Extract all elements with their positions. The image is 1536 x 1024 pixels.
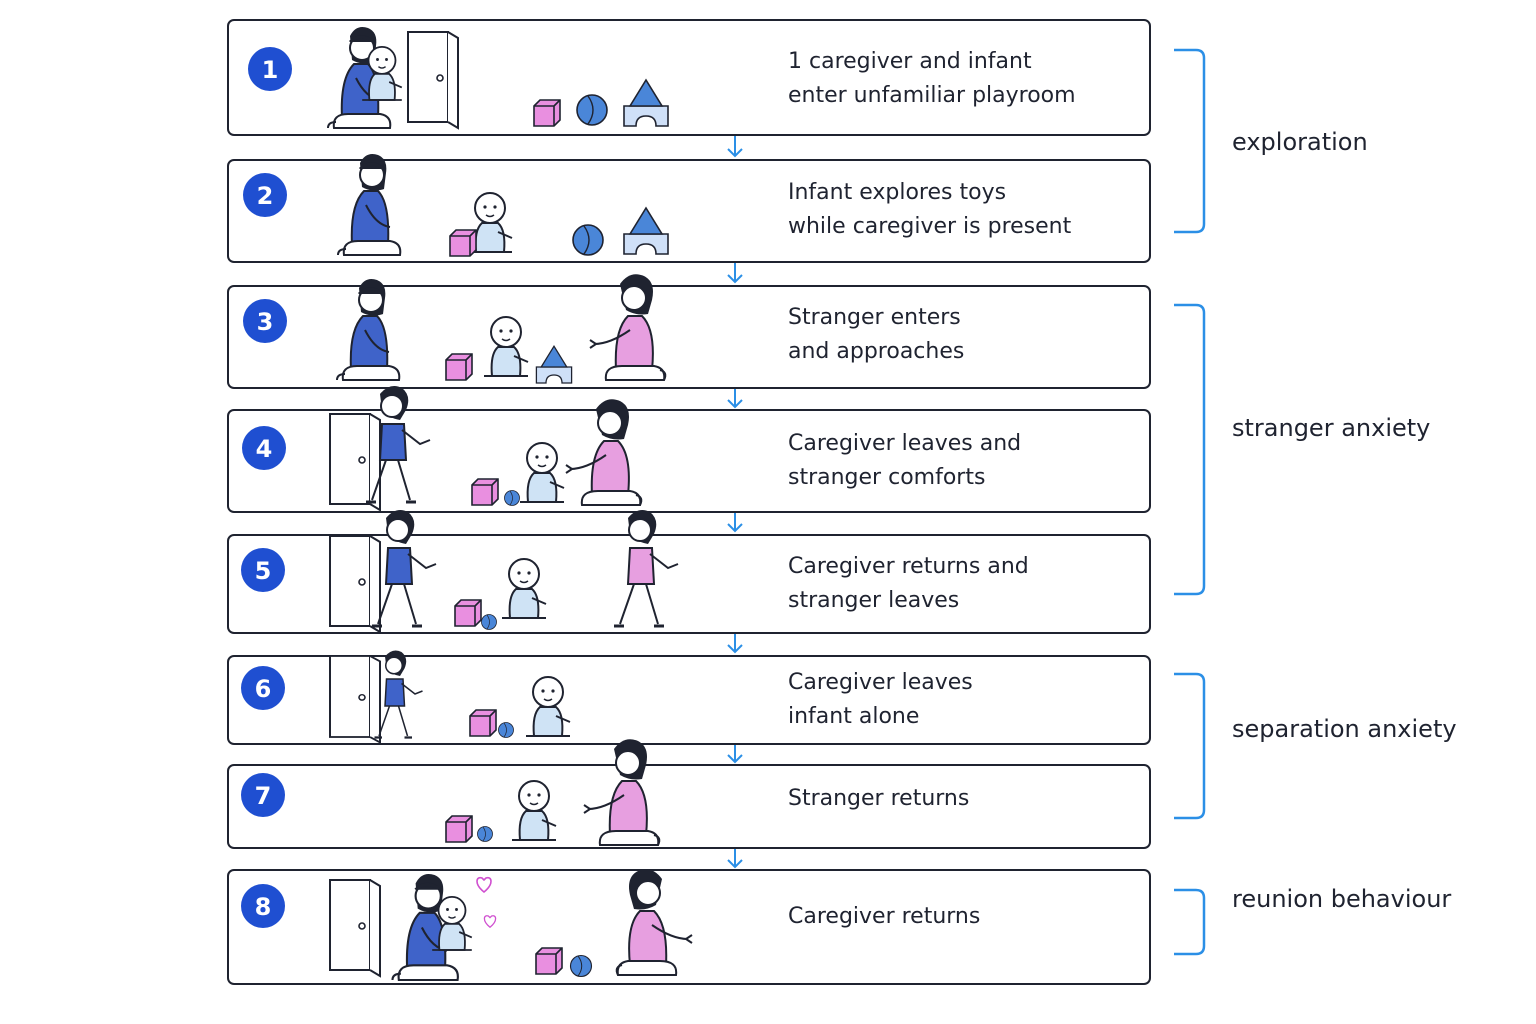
step-7-line1: Stranger returns (788, 786, 970, 811)
step-6-line1: Caregiver leaves (788, 670, 973, 695)
phase-label-exploration: exploration (1232, 128, 1368, 156)
reunion-behaviour-bracket (1174, 888, 1206, 956)
step-3-badge (243, 299, 287, 343)
step-5-line2: stranger leaves (788, 588, 960, 613)
step-6-badge (241, 666, 285, 710)
step-2-line1: Infant explores toys (788, 180, 1007, 205)
toy-cube-icon (449, 229, 477, 257)
step-5-number: 5 (255, 557, 272, 585)
toy-cube-icon (445, 815, 473, 843)
step-2-description: Infant explores toys while caregiver is … (788, 176, 1148, 244)
step-2-line2: while caregiver is present (788, 214, 1072, 239)
phase-brackets (1174, 48, 1206, 956)
door-icon (407, 31, 459, 129)
step-1-line2: enter unfamiliar playroom (788, 83, 1076, 108)
step-4-panel: 4 (227, 384, 1151, 513)
step-4-number: 4 (256, 435, 273, 463)
step-6-description: Caregiver leaves infant alone (788, 666, 1148, 734)
step-2-badge (243, 173, 287, 217)
toy-ball-icon (576, 94, 608, 126)
toy-cube-icon (533, 99, 561, 127)
step-5-description: Caregiver returns and stranger leaves (788, 550, 1148, 618)
phase-label-stranger-anxiety: stranger anxiety (1232, 414, 1431, 442)
separation-anxiety-bracket (1174, 672, 1206, 820)
step-4-description: Caregiver leaves and stranger comforts (788, 427, 1148, 495)
door-icon (329, 535, 381, 633)
stranger-anxiety-bracket (1174, 303, 1206, 596)
step-4-line1: Caregiver leaves and (788, 431, 1022, 456)
toy-cube-icon (445, 353, 473, 381)
step-5-badge (241, 548, 285, 592)
step-1-line1: 1 caregiver and infant (788, 49, 1032, 74)
toy-ball-icon (477, 826, 493, 842)
toy-cube-icon (469, 709, 497, 737)
arrow-down-icon (727, 136, 743, 158)
arrow-down-icon (727, 634, 743, 654)
step-4-box (227, 409, 1151, 513)
step-3-description: Stranger enters and approaches (788, 301, 1148, 369)
step-7-panel: 7 (227, 738, 1151, 849)
step-6-number: 6 (255, 675, 272, 703)
arrow-down-icon (727, 849, 743, 869)
step-3-line2: and approaches (788, 339, 965, 364)
step-6-box (227, 655, 1151, 745)
arrow-down-icon (727, 745, 743, 764)
step-1-number: 1 (262, 56, 279, 84)
phase-label-reunion-behaviour: reunion behaviour (1232, 885, 1452, 913)
door-icon (329, 879, 381, 977)
step-1-description: 1 caregiver and infant enter unfamiliar … (788, 45, 1148, 113)
step-5-line1: Caregiver returns and (788, 554, 1029, 579)
arrow-down-icon (727, 389, 743, 409)
step-8-description: Caregiver returns (788, 900, 1148, 934)
exploration-bracket (1174, 48, 1206, 234)
door-icon (329, 655, 381, 744)
step-3-panel: 3 (227, 273, 1151, 389)
toy-ball-icon (498, 722, 514, 738)
toy-ball-icon (504, 490, 520, 506)
step-8-line1: Caregiver returns (788, 904, 981, 929)
toy-cube-icon (535, 947, 563, 975)
arrow-down-icon (727, 513, 743, 533)
step-1-panel: 1 (227, 19, 1151, 136)
step-7-number: 7 (255, 782, 272, 810)
step-8-badge (241, 884, 285, 928)
step-7-description: Stranger returns (788, 782, 1148, 816)
step-6-panel: 6 (227, 649, 1151, 745)
step-1-badge (248, 47, 292, 91)
phase-label-separation-anxiety: separation anxiety (1232, 715, 1457, 743)
toy-ball-icon (572, 224, 604, 256)
step-3-line1: Stranger enters (788, 305, 961, 330)
step-3-number: 3 (257, 308, 274, 336)
step-8-panel: 8 (227, 868, 1151, 985)
toy-cube-icon (471, 478, 499, 506)
step-6-line2: infant alone (788, 704, 920, 729)
toy-ball-icon (481, 614, 497, 630)
toy-cube-icon (454, 599, 482, 627)
step-2-panel: 2 (227, 152, 1151, 263)
arrow-down-icon (727, 263, 743, 284)
step-5-panel: 5 (227, 508, 1151, 634)
step-4-line2: stranger comforts (788, 465, 986, 490)
toy-ball-icon (569, 954, 593, 978)
step-7-badge (241, 773, 285, 817)
step-8-number: 8 (255, 893, 272, 921)
step-4-badge (242, 426, 286, 470)
step-connectors (727, 136, 743, 869)
step-2-number: 2 (257, 182, 274, 210)
